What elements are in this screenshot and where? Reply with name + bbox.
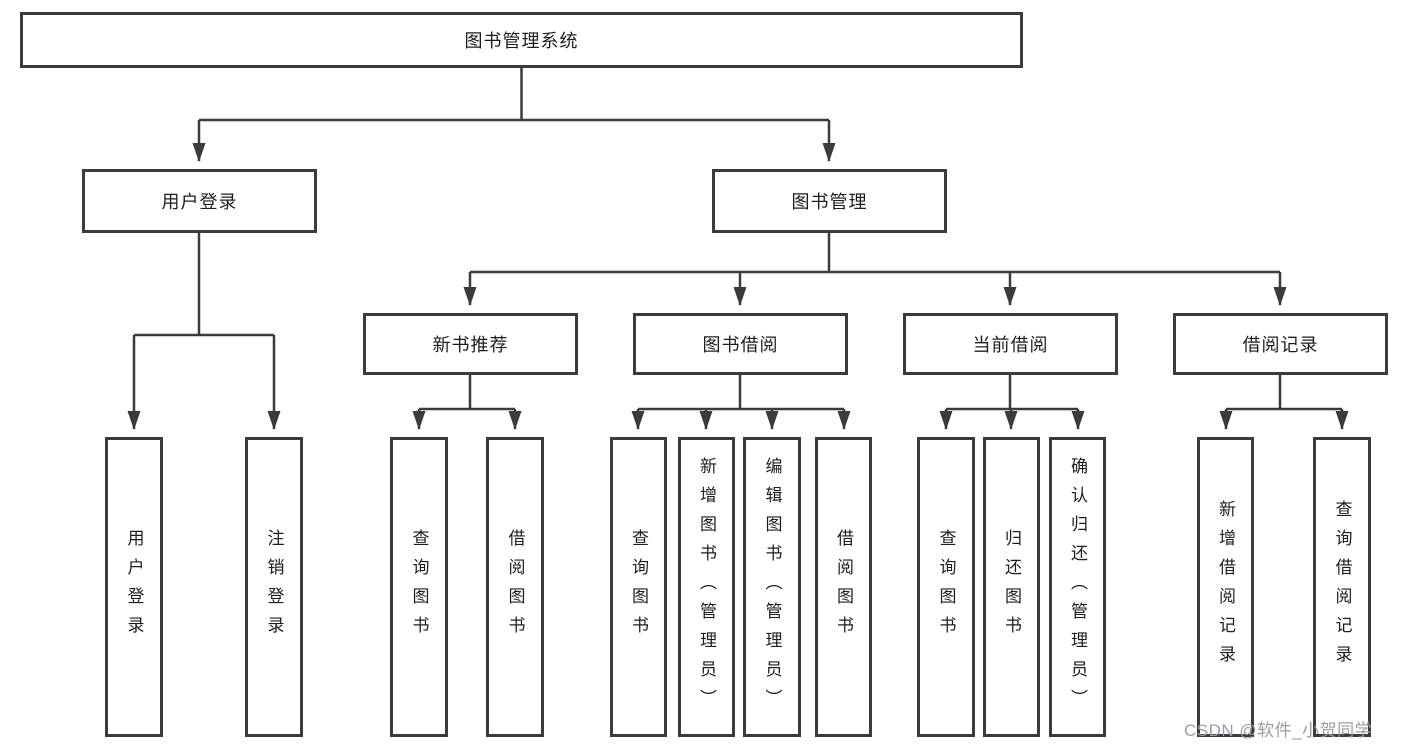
watermark: CSDN @软件_小贺同学 (1184, 721, 1373, 740)
node-new-book-recommendation: 新书推荐 (363, 313, 578, 375)
node-query-books-current: 查询图书 (917, 437, 975, 737)
node-book-management: 图书管理 (712, 169, 947, 233)
node-current-borrowing: 当前借阅 (903, 313, 1118, 375)
node-borrow-books: 借阅图书 (815, 437, 872, 737)
node-query-books-recommend: 查询图书 (390, 437, 448, 737)
node-book-borrowing: 图书借阅 (633, 313, 848, 375)
node-logout-action: 注销登录 (245, 437, 303, 737)
node-return-books: 归还图书 (983, 437, 1040, 737)
node-add-borrow-record: 新增借阅记录 (1197, 437, 1254, 737)
node-user-login: 用户登录 (82, 169, 317, 233)
node-borrow-books-recommend: 借阅图书 (486, 437, 544, 737)
node-add-books-admin: 新增图书（管理员） (678, 437, 735, 737)
node-query-borrow-record: 查询借阅记录 (1313, 437, 1371, 737)
node-borrowing-records: 借阅记录 (1173, 313, 1388, 375)
node-query-books-borrow: 查询图书 (610, 437, 667, 737)
node-user-login-action: 用户登录 (105, 437, 163, 737)
node-confirm-return-admin: 确认归还（管理员） (1049, 437, 1106, 737)
node-library-management-system: 图书管理系统 (20, 12, 1023, 68)
node-edit-books-admin: 编辑图书（管理员） (743, 437, 801, 737)
